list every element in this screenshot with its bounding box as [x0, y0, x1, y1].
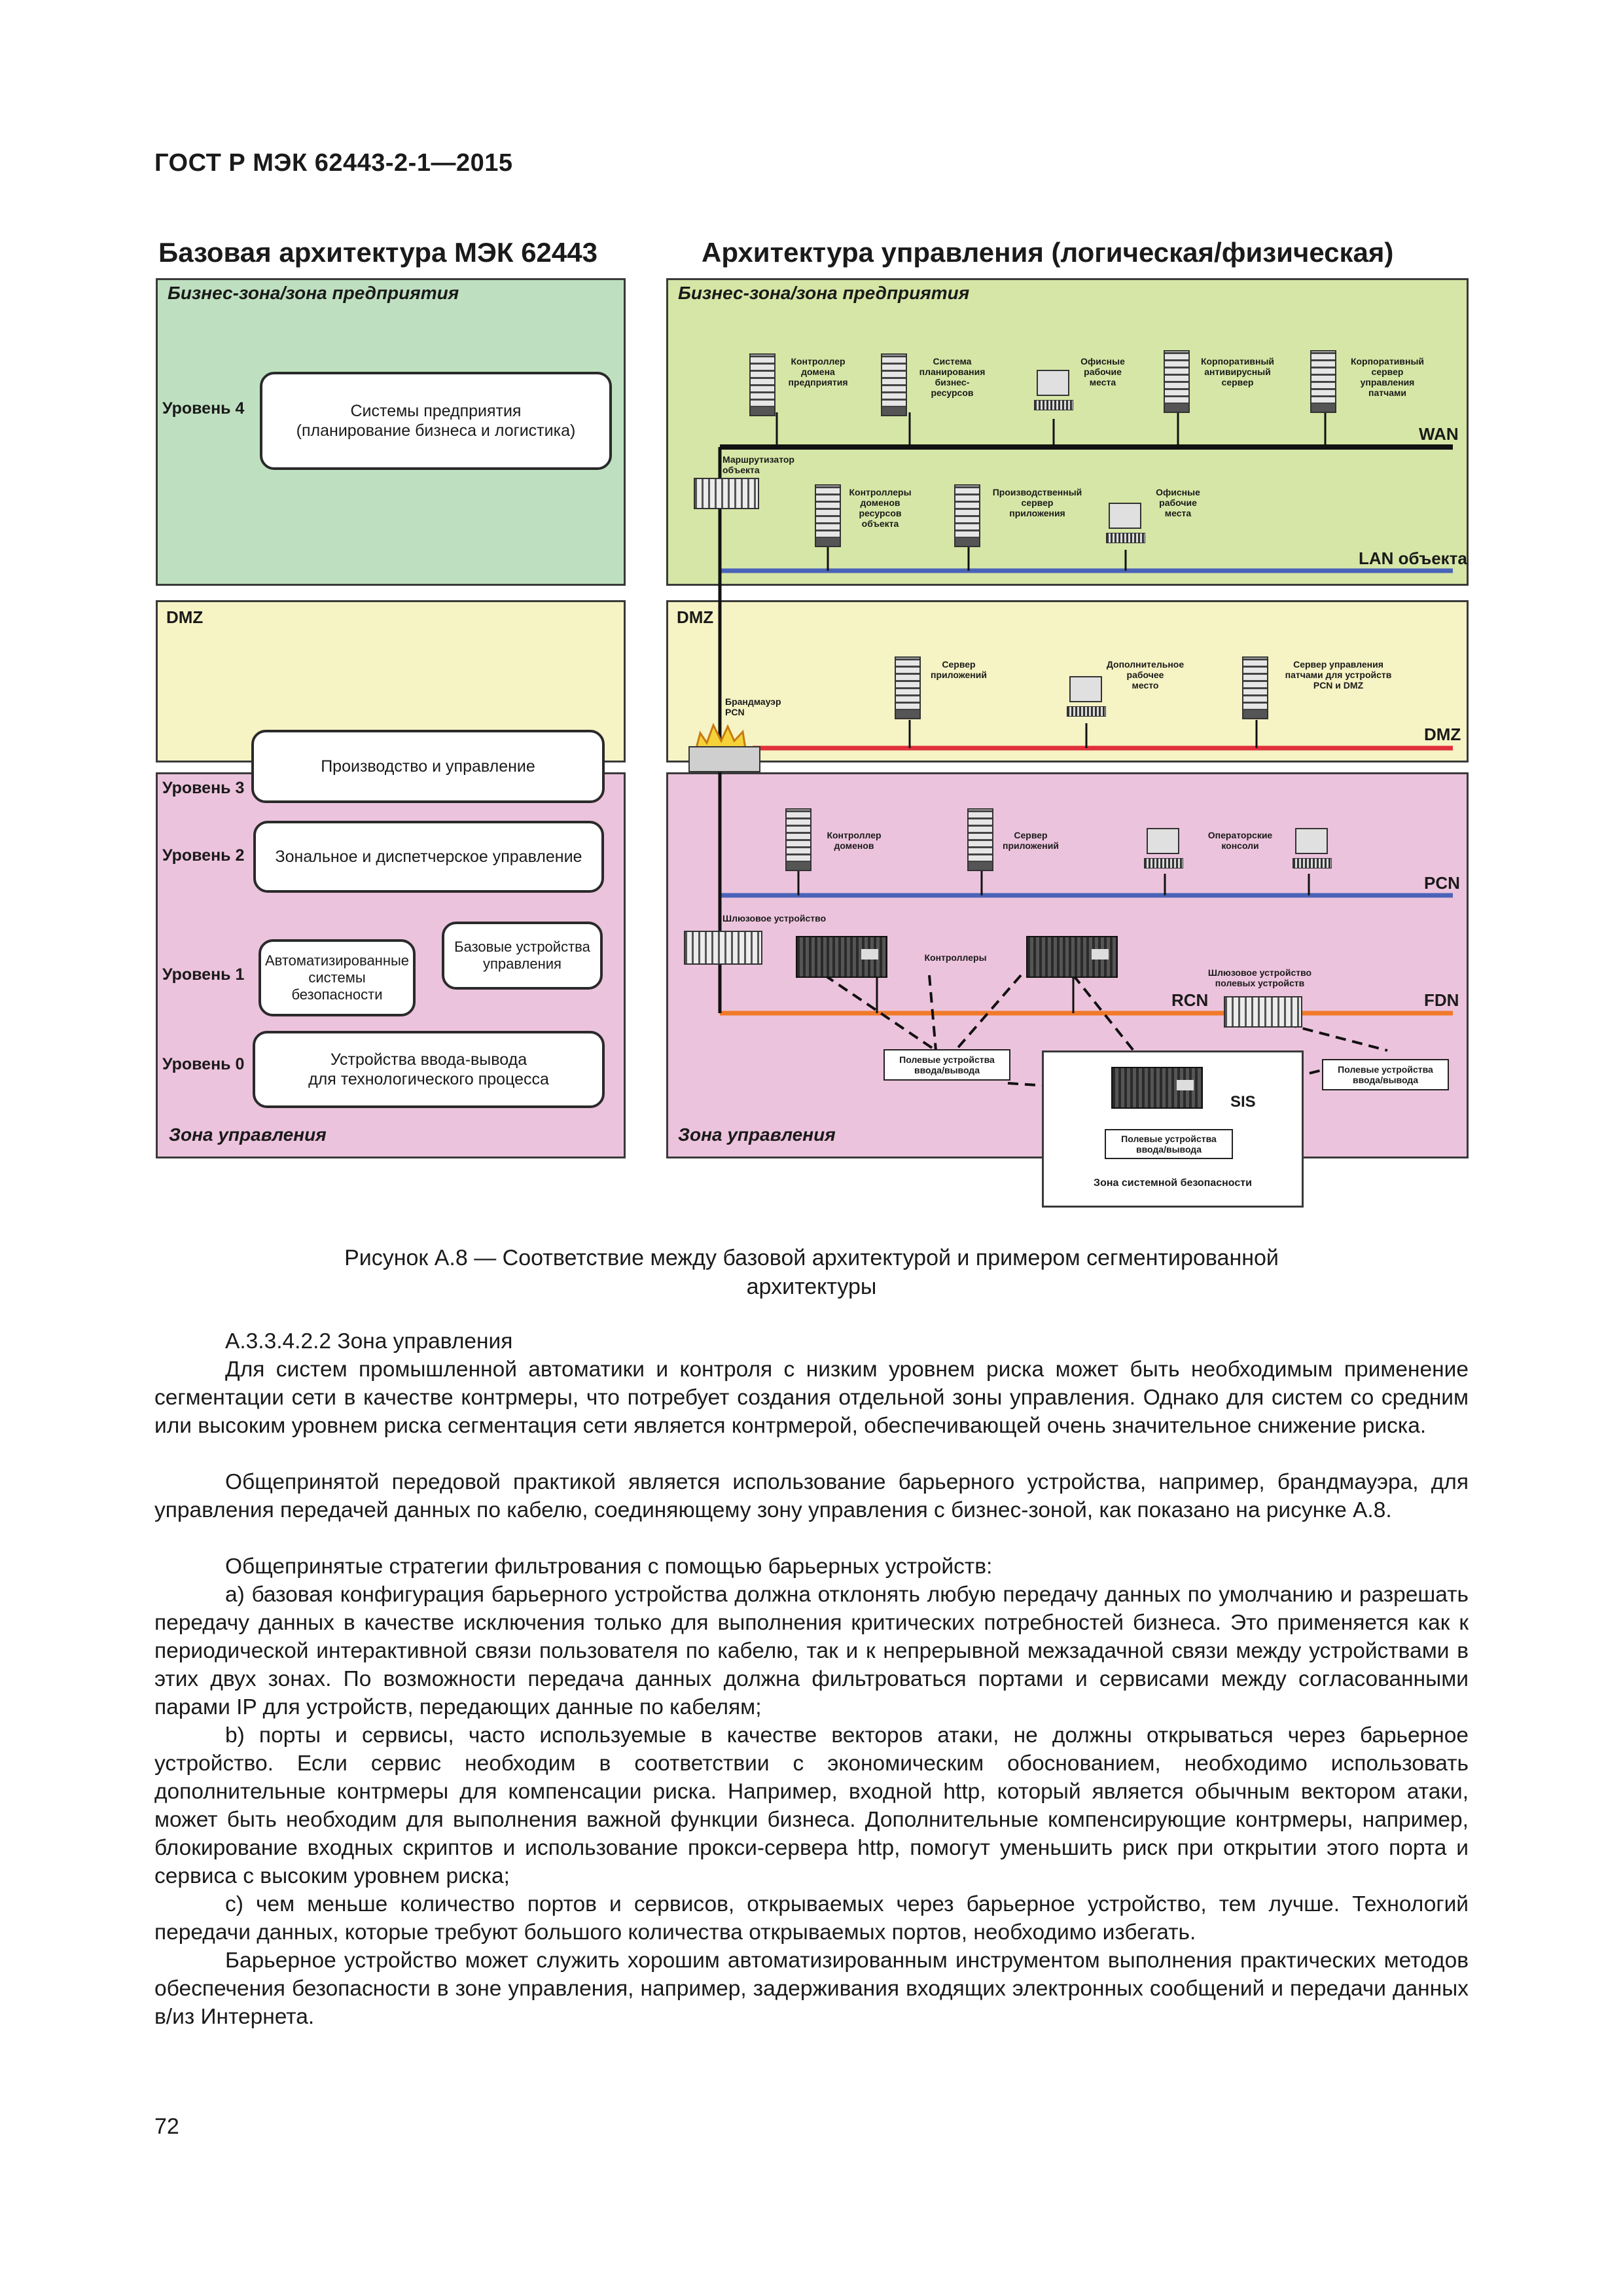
zonal-control-box: Зональное и диспетчерское управление [253, 821, 604, 893]
sis-label: SIS [1230, 1093, 1256, 1111]
pcn-patch-server-icon [1242, 656, 1268, 719]
right-control-zone-label: Зона управления [678, 1124, 836, 1145]
level-3-label: Уровень 3 [162, 779, 245, 797]
antivirus-label: Корпоративный антивирусный сервер [1200, 356, 1275, 387]
firewall-flame [694, 723, 747, 754]
erp-label: Система планирования бизнес- ресурсов [919, 356, 986, 398]
office-workstation-2-icon [1106, 503, 1145, 545]
operator-label: Операторские консоли [1207, 830, 1273, 851]
left-figure-title: Базовая архитектура МЭК 62443 [158, 237, 597, 268]
router-label: Маршрутизатор объекта [722, 454, 794, 475]
level-0-label: Уровень 0 [162, 1055, 245, 1073]
resource-dc-label: Контроллеры доменов ресурсов объекта [849, 487, 912, 529]
patch-server-icon [1310, 350, 1336, 413]
list-item-c: c) чем меньше количество портов и сервис… [154, 1892, 1469, 1945]
app-server-icon [895, 656, 921, 719]
app-server-2-icon [967, 808, 993, 871]
right-dmz-label: DMZ [677, 607, 714, 627]
level-4-label: Уровень 4 [162, 399, 245, 418]
domain-controller-icon [749, 353, 776, 416]
extra-ws-label: Дополнительное рабочее место [1106, 659, 1185, 691]
prod-server-icon [954, 484, 980, 547]
level-1-label: Уровень 1 [162, 965, 245, 984]
office-ws-2-label: Офисные рабочие места [1156, 487, 1200, 518]
document-header: ГОСТ Р МЭК 62443-2-1—2015 [154, 149, 513, 177]
field-gateway-icon [1224, 996, 1302, 1028]
figure-caption: Рисунок А.8 — Соответствие между базовой… [344, 1246, 1279, 1299]
office-ws-label: Офисные рабочие места [1080, 356, 1125, 387]
sis-controller-icon [1111, 1067, 1203, 1109]
field-gateway-label: Шлюзовое устройство полевых устройств [1207, 967, 1312, 988]
erp-server-icon [881, 353, 907, 416]
rcn-label: RCN [1171, 990, 1209, 1010]
right-figure-title: Архитектура управления (логическая/физич… [702, 237, 1394, 268]
paragraph-3: Общепринятые стратегии фильтрования с по… [225, 1554, 993, 1579]
controllers-label: Контроллеры [924, 952, 987, 963]
basic-control-box: Базовые устройства управления [442, 922, 603, 990]
auto-safety-box: Автоматизированные системы безопасности [259, 939, 416, 1016]
extra-workstation-icon [1067, 676, 1106, 718]
prod-server-label: Производственный сервер приложения [992, 487, 1082, 518]
paragraph-4: Барьерное устройство может служить хорош… [154, 1948, 1469, 2029]
safety-zone-label: Зона системной безопасности [1094, 1177, 1252, 1189]
level-2-label: Уровень 2 [162, 846, 245, 865]
operator-console-2-icon [1293, 828, 1332, 870]
section-heading: А.3.3.4.2.2 Зона управления [225, 1329, 513, 1354]
resource-dc-icon [815, 484, 841, 547]
list-item-a: a) базовая конфигурация барьерного устро… [154, 1583, 1469, 1719]
antivirus-server-icon [1164, 350, 1190, 413]
left-dmz-label: DMZ [166, 607, 204, 627]
firewall-icon [688, 746, 760, 772]
paragraph-1: Для систем промышленной автоматики и кон… [154, 1357, 1469, 1438]
gateway-label: Шлюзовое устройство [722, 913, 827, 924]
pcn-patch-label: Сервер управления патчами для устройств … [1285, 659, 1392, 691]
dmz-network-label: DMZ [1424, 725, 1461, 744]
wan-label: WAN [1419, 424, 1459, 444]
field-io-2-box: Полевые устройства ввода/вывода [1322, 1059, 1449, 1090]
router-icon [694, 478, 759, 509]
paragraph-2: Общепринятой передовой практикой являетс… [154, 1470, 1469, 1522]
firewall-label: Брандмауэр PCN [725, 696, 781, 717]
controller-1-icon [796, 936, 887, 978]
list-item-b: b) порты и сервисы, часто используемые в… [154, 1723, 1469, 1888]
fdn-label: FDN [1424, 990, 1459, 1010]
domain-ctrls-label: Контроллер доменов [827, 830, 882, 851]
domain-controller-label: Контроллер домена предприятия [788, 356, 848, 387]
lan-label: LAN объекта [1359, 548, 1467, 568]
domain-ctrls-icon [785, 808, 812, 871]
enterprise-systems-box: Системы предприятия (планирование бизнес… [260, 372, 612, 470]
operator-console-icon [1144, 828, 1183, 870]
app-server-label: Сервер приложений [931, 659, 987, 680]
controller-2-icon [1026, 936, 1118, 978]
production-control-box: Производство и управление [251, 730, 605, 803]
gateway-icon [684, 931, 762, 965]
page-number: 72 [154, 2114, 179, 2139]
pcn-label: PCN [1424, 873, 1460, 893]
right-dmz-zone [666, 600, 1469, 762]
right-business-zone-label: Бизнес-зона/зона предприятия [678, 283, 970, 303]
office-workstation-icon [1034, 370, 1073, 412]
app-server-2-label: Сервер приложений [1003, 830, 1059, 851]
left-business-zone-label: Бизнес-зона/зона предприятия [168, 283, 459, 303]
patch-server-label: Корпоративный сервер управления патчами [1350, 356, 1425, 398]
right-business-zone [666, 278, 1469, 586]
network-lines [694, 412, 1453, 1139]
field-io-3-box: Полевые устройства ввода/вывода [1105, 1129, 1233, 1159]
left-control-zone-label: Зона управления [169, 1124, 327, 1145]
field-io-1-box: Полевые устройства ввода/вывода [883, 1049, 1010, 1081]
io-devices-box: Устройства ввода-вывода для технологичес… [253, 1031, 605, 1108]
